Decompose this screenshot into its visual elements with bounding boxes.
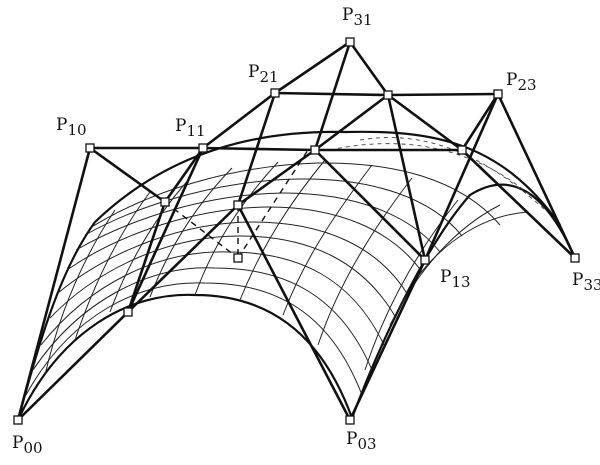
control-point [383, 90, 393, 100]
surface-right-arch [350, 183, 577, 419]
mesh-line [75, 192, 441, 253]
mesh-line [317, 177, 413, 346]
control-point [160, 197, 170, 207]
net-edge [423, 92, 500, 262]
control-point [233, 253, 243, 263]
control-point-p11 [198, 143, 208, 153]
mesh-line [44, 209, 116, 376]
mesh-line [57, 221, 409, 296]
net-edge [313, 40, 352, 152]
label-p33: P33 [572, 270, 600, 294]
surface-front-arch [17, 293, 354, 421]
mesh-line [40, 251, 385, 346]
net-edge [126, 146, 205, 314]
control-point [123, 307, 133, 317]
control-point [310, 145, 320, 155]
mesh-line [414, 211, 529, 281]
label-p23: P23 [506, 70, 537, 94]
surface-back-edge [94, 130, 561, 226]
control-point-p10 [85, 143, 95, 153]
net-edge [273, 40, 390, 97]
mesh-line [66, 206, 423, 273]
control-point [457, 145, 467, 155]
control-point-p00 [13, 415, 23, 425]
mesh-line [239, 159, 326, 301]
mesh-line [84, 178, 463, 237]
net-edge [201, 91, 277, 150]
mesh-line [49, 235, 397, 319]
surface-left-edge [16, 221, 96, 421]
control-point-p13 [420, 255, 430, 265]
control-point-p31 [345, 37, 355, 47]
net-edge [126, 203, 240, 314]
label-p00: P00 [12, 433, 43, 457]
net-edge [496, 92, 577, 260]
net-edge [460, 92, 500, 152]
mesh-back-line [329, 143, 531, 196]
net-edge [163, 146, 205, 204]
mesh-line [109, 177, 191, 313]
mesh-line [282, 164, 373, 316]
point-labels: P00 P03 P10 P11 P13 P21 P23 P31 P33 [12, 5, 600, 457]
label-p11: P11 [175, 116, 206, 140]
mesh-line [89, 162, 501, 229]
mesh-line [25, 282, 363, 396]
net-edge [88, 146, 167, 204]
net-edge [460, 148, 577, 260]
mesh-line [32, 267, 373, 371]
net-edge [386, 93, 427, 262]
net-edge [16, 310, 130, 422]
control-point [233, 200, 243, 210]
net-edge [236, 148, 317, 207]
control-point-p23 [493, 89, 503, 99]
net-edge [236, 203, 352, 422]
net-edge [236, 91, 277, 207]
label-p31: P31 [342, 5, 373, 29]
control-point-p03 [345, 415, 355, 425]
control-point-p21 [270, 88, 280, 98]
net-edge [126, 200, 167, 314]
net-hidden-segment [164, 201, 239, 259]
net-edge [313, 148, 427, 262]
label-p10: P10 [56, 115, 87, 139]
label-p03: P03 [346, 429, 377, 453]
mesh-line [194, 161, 279, 296]
control-point-p33 [570, 253, 580, 263]
net-edge [386, 93, 464, 152]
net-edge [313, 93, 390, 152]
surface-mesh [16, 130, 577, 421]
net-edge [88, 146, 464, 152]
control-points [13, 37, 580, 425]
label-p13: P13 [440, 267, 471, 291]
label-p21: P21 [248, 62, 279, 86]
mesh-line [74, 191, 151, 341]
net-edge [16, 146, 92, 422]
net-edge [348, 258, 427, 422]
mesh-line [149, 167, 233, 298]
control-net-hidden [164, 149, 309, 259]
